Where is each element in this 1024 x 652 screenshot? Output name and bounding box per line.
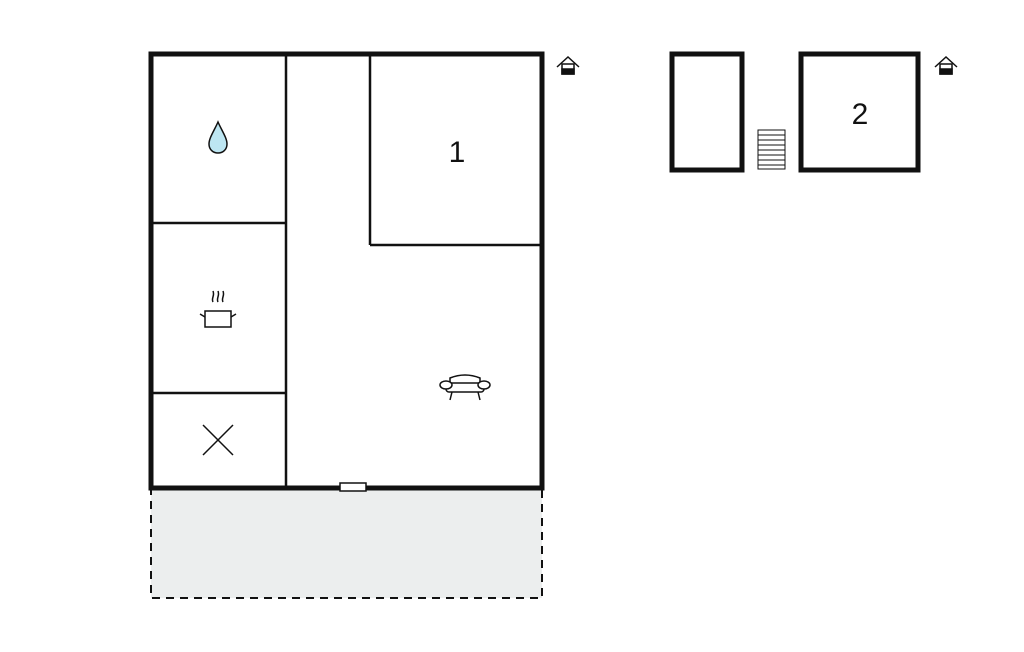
bedroom-2 (798, 51, 921, 173)
water-drop-icon (208, 120, 228, 154)
house-floor-icon-upper (934, 55, 958, 75)
house-floor-icon (556, 55, 580, 75)
entrance-door (339, 482, 367, 492)
cooking-pot-icon (199, 290, 237, 328)
terrace (150, 488, 543, 599)
cross-icon (202, 424, 234, 456)
ground-floor-outline (148, 51, 545, 491)
loft-room (669, 51, 745, 173)
room-label-1: 1 (449, 136, 466, 169)
stairs-icon (757, 129, 786, 170)
sofa-icon (439, 374, 491, 401)
room-label-2: 2 (852, 98, 869, 131)
